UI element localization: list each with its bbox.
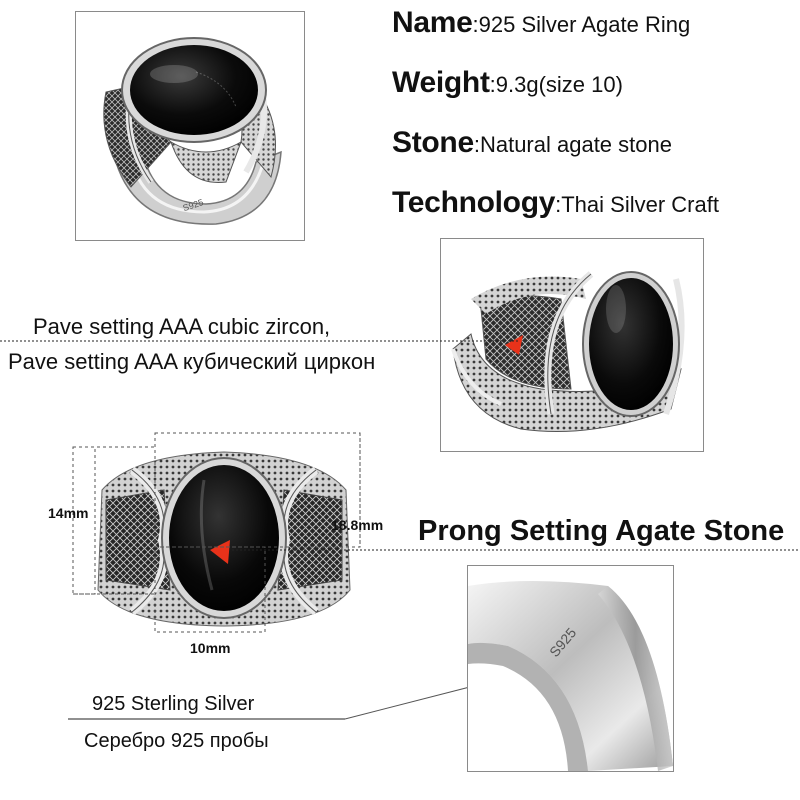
- ring-angle-illustration: S925: [103, 37, 282, 225]
- ring-photo-angle: S925: [75, 11, 305, 241]
- technology-label: Technology: [392, 186, 556, 219]
- ring-photo-side: [440, 238, 704, 452]
- pave-callout-en: Pave setting AAA cubic zircon,: [33, 314, 331, 339]
- sterling-silver-label-en: 925 Sterling Silver: [92, 693, 255, 715]
- spec-weight: Weight:9.3g(size 10): [392, 66, 623, 100]
- ring-engraving-illustration: S925: [468, 566, 673, 771]
- name-label: Name: [392, 6, 473, 39]
- ring-side-illustration: [451, 271, 685, 432]
- ring-front-illustration: [97, 451, 351, 627]
- stone-width-dimension-label: 10mm: [190, 640, 231, 656]
- pave-callout-ru: Pave setting AAA кубический циркон: [8, 349, 376, 374]
- spec-name: Name:925 Silver Agate Ring: [392, 6, 690, 40]
- ring-photo-engraving: S925: [467, 565, 674, 772]
- pave-arrow-icon: [505, 335, 523, 355]
- weight-label: Weight: [392, 66, 490, 99]
- height-dimension-label: 14mm: [48, 505, 89, 521]
- width-dimension-label: 18.8mm: [331, 517, 384, 533]
- sterling-silver-label-ru: Серебро 925 пробы: [84, 730, 269, 752]
- name-value: :925 Silver Agate Ring: [472, 12, 691, 37]
- prong-setting-callout: Prong Setting Agate Stone: [418, 515, 785, 547]
- stone-label: Stone: [392, 126, 474, 159]
- technology-value: :Thai Silver Craft: [555, 192, 719, 217]
- spec-technology: Technology:Thai Silver Craft: [392, 186, 719, 220]
- stone-value: :Natural agate stone: [473, 132, 672, 157]
- spec-stone: Stone:Natural agate stone: [392, 126, 672, 160]
- weight-value: :9.3g(size 10): [489, 72, 623, 97]
- ring-photo-front: [92, 440, 356, 630]
